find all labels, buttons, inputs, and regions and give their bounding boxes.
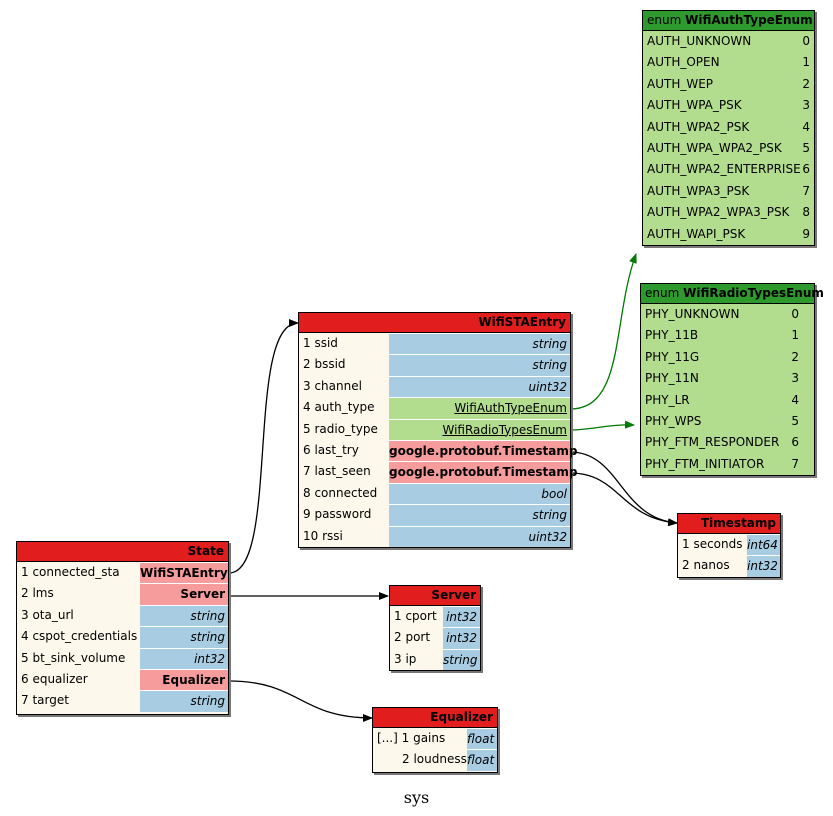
field-type-link[interactable]: WifiAuthTypeEnum xyxy=(389,397,570,419)
field-type: float xyxy=(467,749,497,771)
edge-state-to-wifistaentry xyxy=(228,319,299,574)
field-type: bool xyxy=(389,482,570,505)
field-type: Server xyxy=(140,583,228,605)
wifiauthtypeenum-table-title: enum WifiAuthTypeEnum xyxy=(643,11,814,31)
edge-wifistaentry-lastseen-to-timestamp xyxy=(569,472,678,527)
field-type: float xyxy=(467,728,497,750)
server-table-title: Server xyxy=(390,586,480,606)
field-type: int64 xyxy=(747,534,780,556)
field-type: uint32 xyxy=(389,375,570,398)
field-type: string xyxy=(389,504,570,526)
field-type: uint32 xyxy=(389,525,570,547)
edge-wifistaentry-to-radioenum xyxy=(569,420,635,431)
graph-caption: sys xyxy=(403,788,430,807)
field-type: string xyxy=(140,690,228,712)
field-type: google.protobuf.Timestamp xyxy=(389,461,577,483)
field-type: int32 xyxy=(443,627,480,649)
field-type-link[interactable]: WifiRadioTypesEnum xyxy=(389,418,570,440)
field-type: WifiSTAEntry xyxy=(140,562,228,584)
edge-wifistaentry-to-authenum xyxy=(569,253,637,410)
field-type: string xyxy=(140,626,228,648)
edge-wifistaentry-lasttry-to-timestamp xyxy=(569,451,678,527)
field-type: string xyxy=(140,604,228,627)
wifistaentry-table-title: WifiSTAEntry xyxy=(299,313,570,333)
field-type: int32 xyxy=(140,647,228,669)
edge-state-to-equalizer xyxy=(228,680,373,722)
field-type: int32 xyxy=(747,555,780,577)
field-type: string xyxy=(389,333,570,355)
field-type: string xyxy=(443,648,480,671)
field-type: google.protobuf.Timestamp xyxy=(389,439,577,462)
wifiradiotypesenum-table-title: enum WifiRadioTypesEnum xyxy=(641,284,824,304)
field-type: string xyxy=(389,354,570,376)
state-table-title: State xyxy=(17,542,228,562)
field-type: Equalizer xyxy=(140,668,228,691)
equalizer-table-title: Equalizer xyxy=(373,708,497,728)
timestamp-table-title: Timestamp xyxy=(678,514,780,534)
field-type: int32 xyxy=(443,606,480,628)
